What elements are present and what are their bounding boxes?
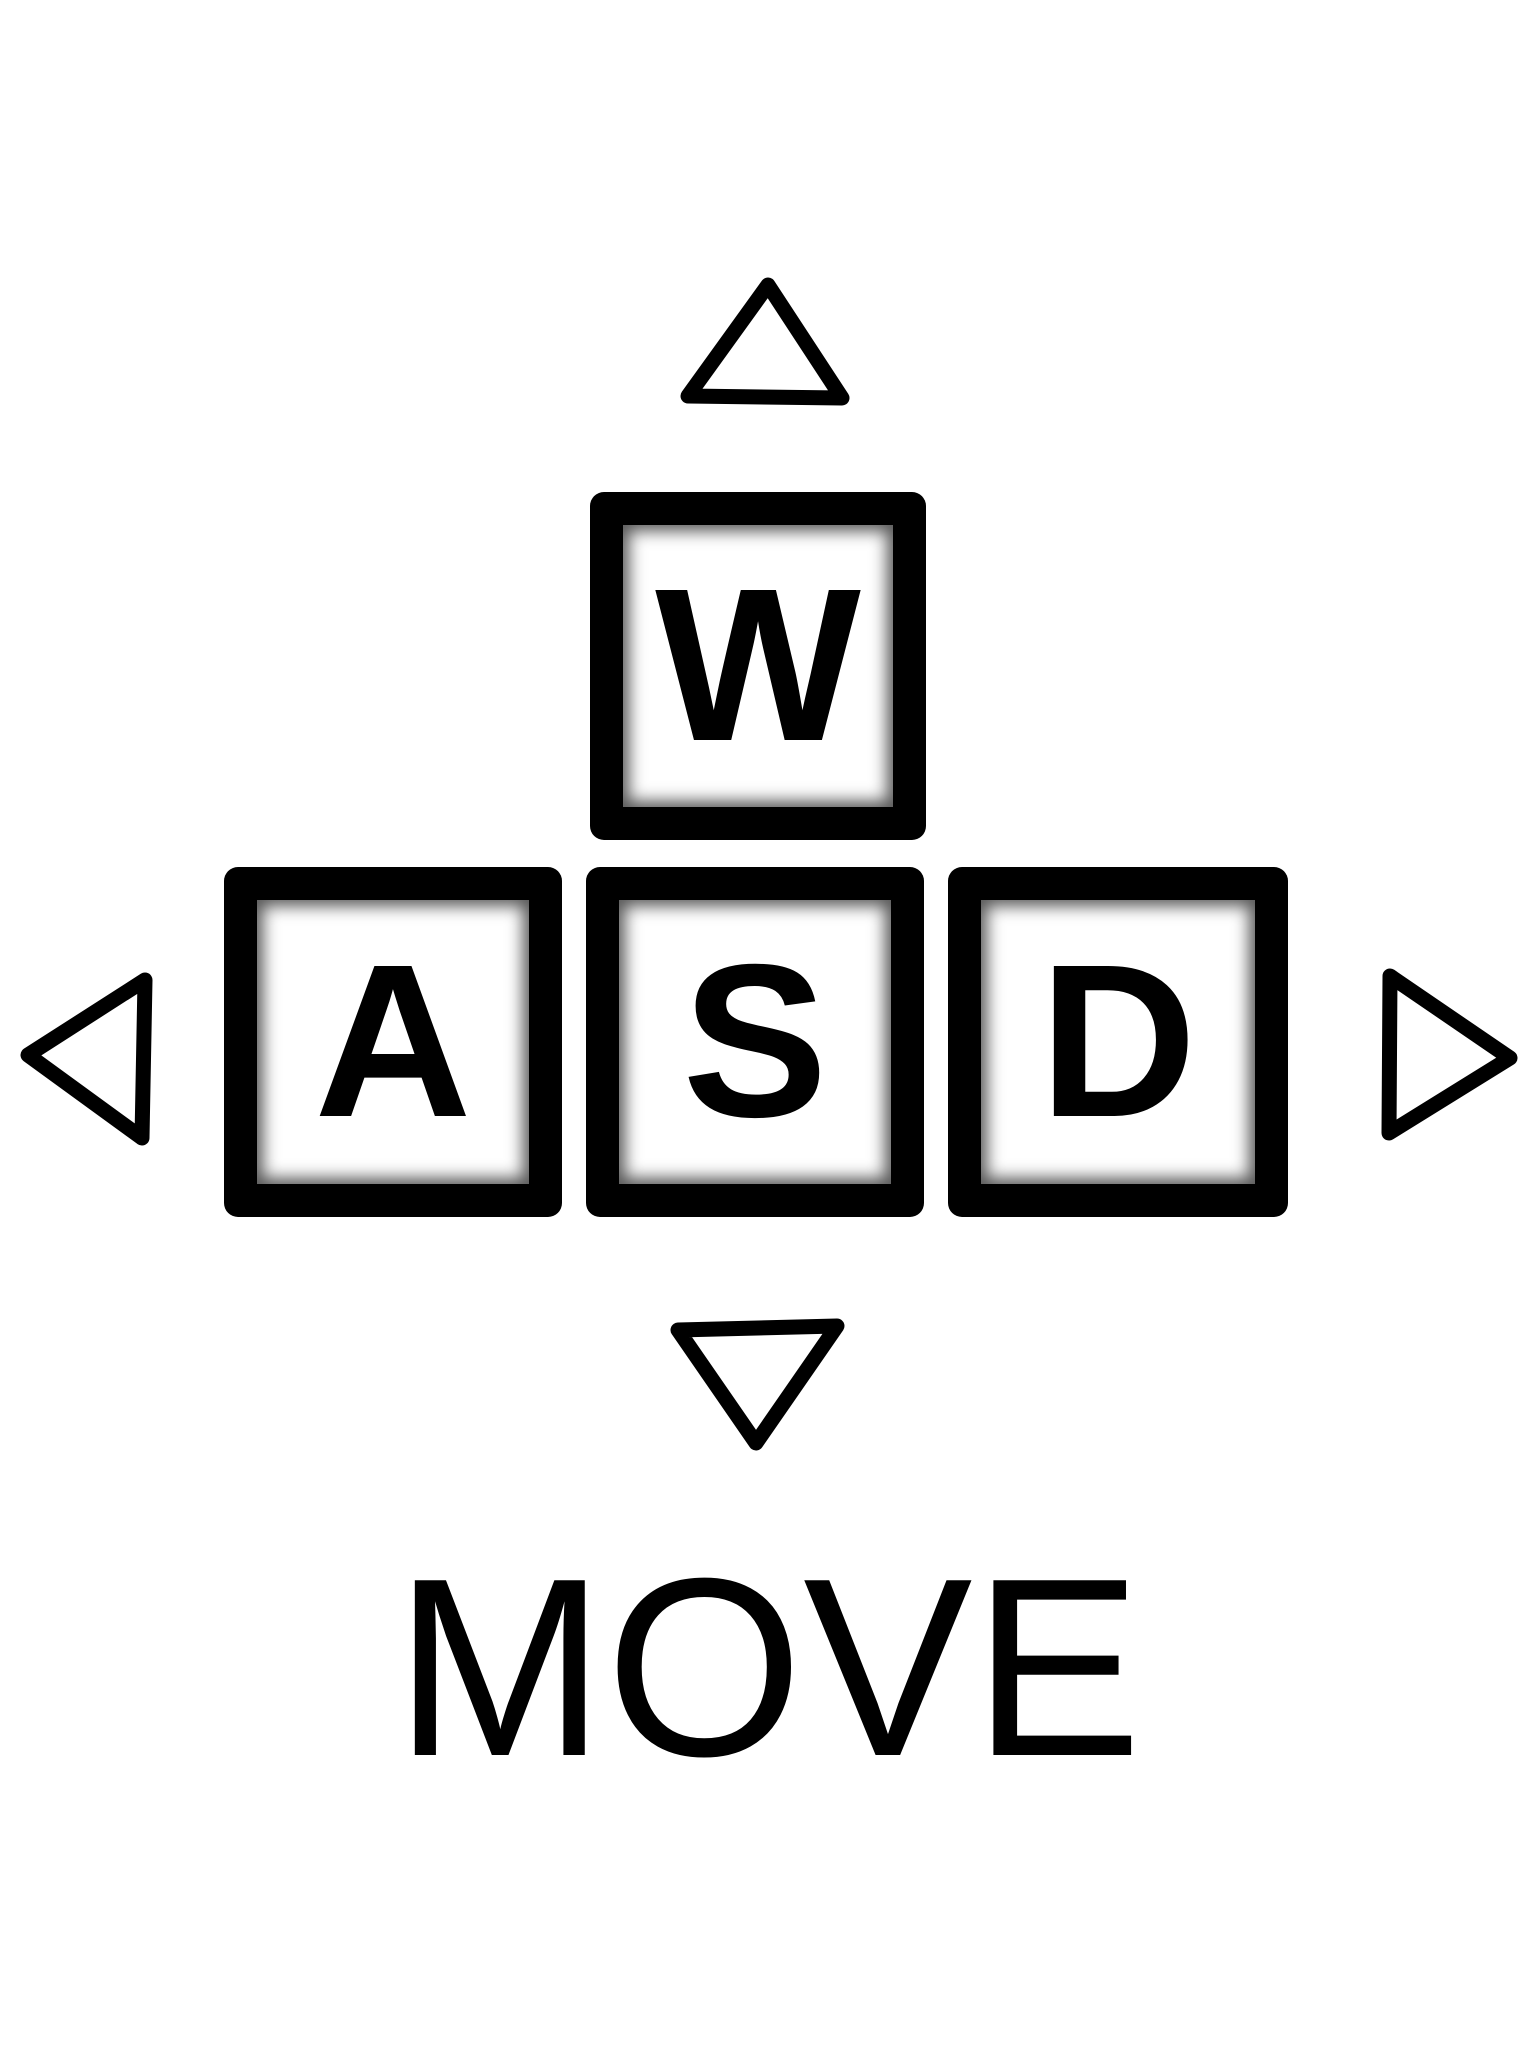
triangle-right-icon xyxy=(1381,968,1518,1141)
key-s-label: S xyxy=(682,920,828,1163)
key-s[interactable]: S xyxy=(586,867,924,1217)
triangle-down-icon xyxy=(670,1318,845,1451)
key-s-face: S xyxy=(619,900,891,1184)
key-w-face: W xyxy=(623,525,893,807)
key-d-label: D xyxy=(1039,920,1197,1163)
key-d[interactable]: D xyxy=(948,867,1288,1217)
caption-move: MOVE xyxy=(394,1525,1142,1809)
key-w[interactable]: W xyxy=(590,492,926,840)
key-a-face: A xyxy=(257,900,529,1184)
triangle-up-icon xyxy=(680,277,850,406)
key-a-label: A xyxy=(314,920,472,1163)
triangle-left-icon xyxy=(20,972,153,1146)
key-a[interactable]: A xyxy=(224,867,562,1217)
key-w-label: W xyxy=(655,544,861,787)
key-d-face: D xyxy=(981,900,1255,1184)
